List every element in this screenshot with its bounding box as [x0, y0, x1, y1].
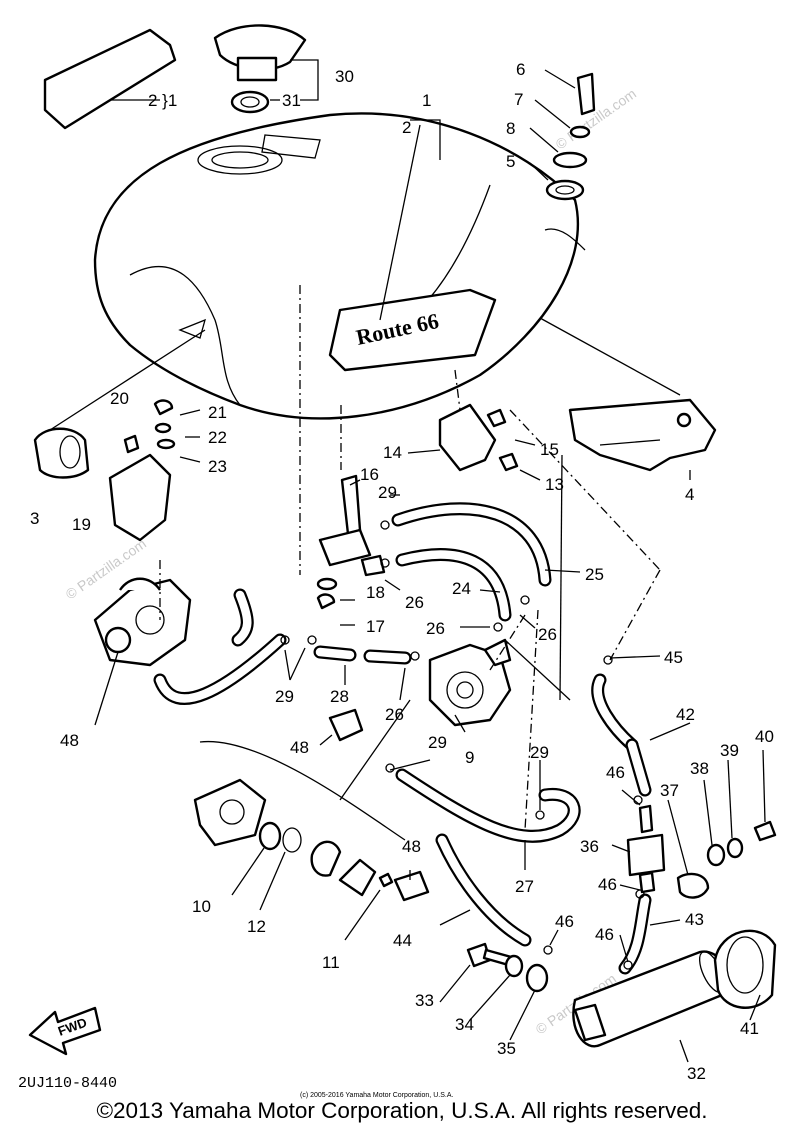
callout-46d: 46 — [595, 925, 614, 944]
callout-33: 33 — [415, 991, 434, 1010]
callout-42: 42 — [676, 705, 695, 724]
clip-marks — [280, 520, 645, 970]
callout-48a: 48 — [290, 738, 309, 757]
callout-5: 5 — [506, 152, 515, 171]
callout-2: 2 — [402, 118, 411, 137]
assembly-lines — [159, 285, 661, 841]
fuel-tank: Route 66 — [93, 112, 586, 420]
callout-13: 13 — [545, 475, 564, 494]
callout-1: 1 — [422, 91, 431, 110]
callout-10: 10 — [192, 897, 211, 916]
fuel-pump-main — [428, 638, 512, 727]
emblem-part — [43, 28, 177, 130]
callout-27: 27 — [515, 877, 534, 896]
fuel-pump-left — [93, 577, 192, 667]
callout-29d: 29 — [530, 743, 549, 762]
callout-19: 19 — [72, 515, 91, 534]
callout-41: 41 — [740, 1019, 759, 1038]
callout-26b: 26 — [426, 619, 445, 638]
copyright-notice: ©2013 Yamaha Motor Corporation, U.S.A. A… — [96, 1098, 708, 1123]
callout-8: 8 — [506, 119, 515, 138]
callout-labels: 2 }1 30 31 1 2 6 7 8 5 20 21 22 23 14 15… — [30, 60, 774, 1083]
callout-2-1: 2 }1 — [148, 91, 177, 110]
callout-26c: 26 — [538, 625, 557, 644]
callout-4: 4 — [685, 485, 694, 504]
callout-16: 16 — [360, 465, 379, 484]
callout-6: 6 — [516, 60, 525, 79]
mounting-bolt-stack — [545, 72, 596, 201]
cover-plate — [108, 453, 172, 542]
diagram-code: 2UJ110-8440 — [18, 1075, 117, 1092]
callout-28: 28 — [330, 687, 349, 706]
callout-45: 45 — [664, 648, 683, 667]
callout-12: 12 — [247, 917, 266, 936]
callout-38: 38 — [690, 759, 709, 778]
hose-clips — [328, 708, 430, 902]
callout-34: 34 — [455, 1015, 474, 1034]
callout-48c: 48 — [402, 837, 421, 856]
callout-40: 40 — [755, 727, 774, 746]
small-copyright: (c) 2005-2016 Yamaha Motor Corporation, … — [300, 1092, 453, 1099]
callout-46b: 46 — [598, 875, 617, 894]
fwd-arrow: FWD — [28, 1006, 102, 1056]
pump-disassembly — [193, 778, 394, 897]
watermark: © Partzilla.com — [553, 85, 639, 152]
callout-32: 32 — [687, 1064, 706, 1083]
callout-29c: 29 — [428, 733, 447, 752]
callout-24: 24 — [452, 579, 471, 598]
damper-part — [33, 427, 90, 479]
callout-37: 37 — [660, 781, 679, 800]
callout-3: 3 — [30, 509, 39, 528]
callout-29b: 29 — [275, 687, 294, 706]
tank-stay — [438, 403, 519, 472]
callout-48b: 48 — [60, 731, 79, 750]
callout-11: 11 — [322, 953, 340, 972]
callout-21: 21 — [208, 403, 227, 422]
canister-bolt — [466, 942, 549, 993]
callout-30: 30 — [335, 67, 354, 86]
canister-bracket — [713, 929, 777, 1009]
callout-14: 14 — [383, 443, 402, 462]
callout-26d: 26 — [385, 705, 404, 724]
callout-25: 25 — [585, 565, 604, 584]
callout-15: 15 — [540, 440, 559, 459]
screws-washers — [123, 399, 176, 454]
leader-lines — [49, 59, 766, 1063]
callout-17: 17 — [366, 617, 385, 636]
callout-35: 35 — [497, 1039, 516, 1058]
callout-23: 23 — [208, 457, 227, 476]
callout-43: 43 — [685, 910, 704, 929]
callout-31: 31 — [282, 91, 301, 110]
callout-18: 18 — [366, 583, 385, 602]
filler-cap — [213, 24, 307, 114]
fuel-hoses — [153, 502, 652, 975]
callout-7: 7 — [514, 90, 523, 109]
canister — [572, 950, 728, 1048]
callout-22: 22 — [208, 428, 227, 447]
callout-36: 36 — [580, 837, 599, 856]
callout-9: 9 — [465, 748, 474, 767]
callout-20: 20 — [110, 389, 129, 408]
fuel-cock — [316, 474, 386, 610]
fuel-filter — [626, 804, 777, 899]
callout-39: 39 — [720, 741, 739, 760]
callout-46c: 46 — [555, 912, 574, 931]
callout-44: 44 — [393, 931, 412, 950]
callout-26a: 26 — [405, 593, 424, 612]
callout-29a: 29 — [378, 483, 397, 502]
callout-46a: 46 — [606, 763, 625, 782]
tank-bracket — [568, 398, 717, 472]
